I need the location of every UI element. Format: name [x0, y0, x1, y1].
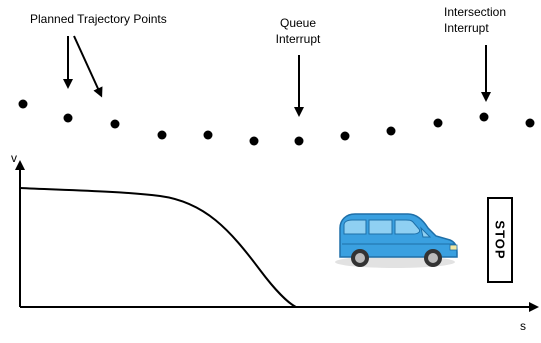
trajectory-point — [157, 130, 167, 140]
v-axis-label: v — [11, 151, 17, 165]
stop-sign-icon: STOP — [487, 197, 513, 283]
planned-points-label: Planned Trajectory Points — [30, 12, 167, 26]
trajectory-point — [249, 136, 259, 146]
trajectory-point — [63, 113, 73, 123]
trajectory-point — [18, 99, 28, 109]
s-axis-label: s — [520, 319, 526, 333]
trajectory-points — [18, 99, 535, 146]
intersection-label-line2: Interrupt — [444, 21, 489, 35]
trajectory-point — [386, 126, 396, 136]
planned-points-arrow — [73, 35, 103, 98]
trajectory-point — [340, 131, 350, 141]
trajectory-point — [433, 118, 443, 128]
trajectory-point — [525, 118, 535, 128]
trajectory-point — [110, 119, 120, 129]
queue-interrupt-label: Queue Interrupt — [268, 15, 328, 47]
trajectory-point — [479, 112, 489, 122]
queue-label-line2: Interrupt — [275, 32, 321, 46]
minivan-icon — [335, 213, 458, 268]
trajectory-point — [294, 136, 304, 146]
stop-sign-text: STOP — [492, 220, 508, 260]
intersection-label-line1: Intersection — [444, 5, 507, 19]
velocity-profile-curve — [19, 187, 297, 308]
trajectory-point — [203, 130, 213, 140]
queue-label-line1: Queue — [279, 16, 317, 30]
intersection-interrupt-label: Intersection Interrupt — [444, 4, 506, 36]
